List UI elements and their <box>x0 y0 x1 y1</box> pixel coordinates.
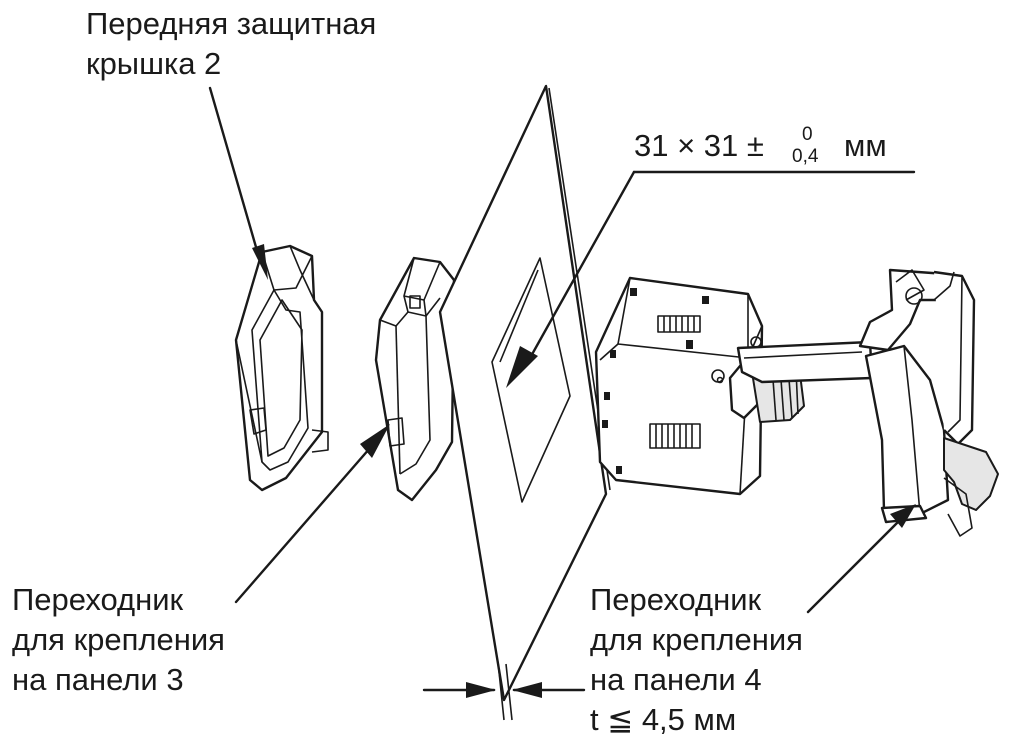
mounting-panel <box>438 84 611 702</box>
front-protective-cover <box>234 244 329 492</box>
front-cover-label-line1: Передняя защитная <box>86 6 377 41</box>
panel-adapter-3 <box>374 256 456 502</box>
adapter-4-label-line1: Переходник <box>590 582 762 617</box>
front-cover-label: Передняя защитная крышка 2 <box>86 4 376 84</box>
adapter-4-label-line2: для крепления <box>590 622 803 657</box>
adapter-3-label-line3: на панели 3 <box>12 662 184 697</box>
cutout-dimension-label: 31 × 31 ± 0 0,4 мм <box>634 124 887 167</box>
adapter-4-label-line3: на панели 4 <box>590 662 762 697</box>
cutout-tolerance-lower: 0,4 <box>792 146 819 167</box>
cutout-dimension-unit: мм <box>844 128 887 163</box>
thickness-dimension <box>422 661 586 721</box>
adapter-3-label: Переходник для крепления на панели 3 <box>12 580 225 700</box>
cutout-tolerance-upper: 0 <box>802 124 813 145</box>
adapter-4-label: Переходник для крепления на панели 4 t ≦… <box>590 580 803 740</box>
adapter-3-label-line2: для крепления <box>12 622 225 657</box>
panel-adapter-4 <box>858 268 999 537</box>
cutout-dimension-main: 31 × 31 ± <box>634 128 764 163</box>
adapter-3-label-line1: Переходник <box>12 582 184 617</box>
front-cover-label-line2: крышка 2 <box>86 46 222 81</box>
connector-shaft <box>728 340 874 423</box>
controller-body <box>594 276 764 496</box>
callout-leaders <box>208 86 916 614</box>
panel-thickness-label: t ≦ 4,5 мм <box>590 702 737 737</box>
